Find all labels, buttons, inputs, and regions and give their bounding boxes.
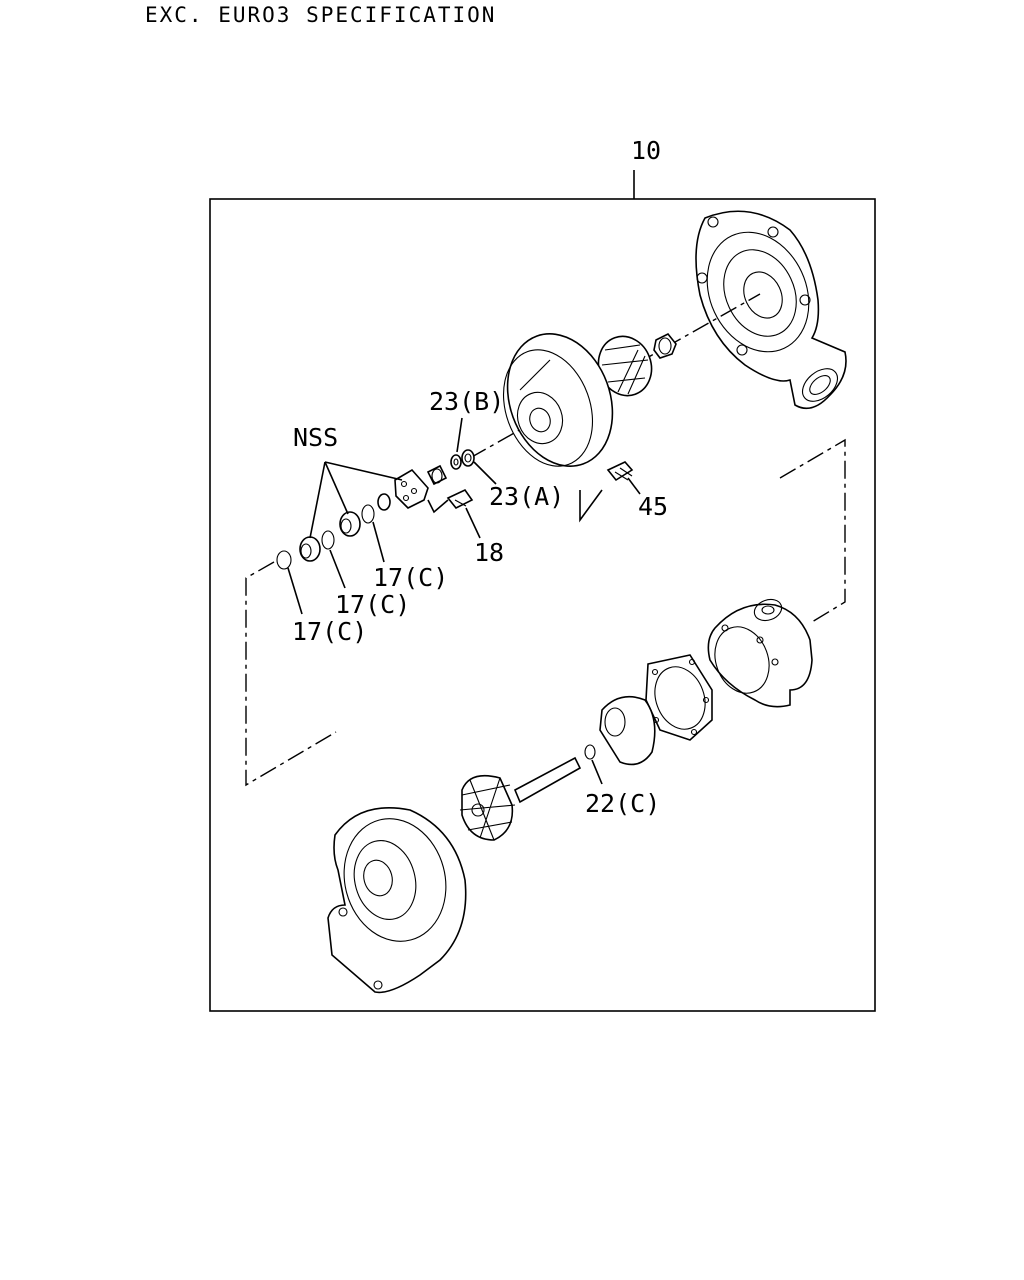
snap-ring-17c-b: [321, 530, 335, 550]
compressor-wheel: [597, 335, 653, 397]
piston-ring-22c: [584, 744, 596, 760]
label-17c-3: 17(C): [292, 617, 367, 646]
shaft-nut: [653, 332, 677, 359]
washer-23a: [461, 449, 475, 467]
label-17c-2: 17(C): [335, 590, 410, 619]
bolt-45: [579, 461, 634, 523]
thrust-collar: [426, 464, 448, 486]
turbine-wheel-shaft: [459, 756, 582, 841]
label-17c-1: 17(C): [373, 563, 448, 592]
washer-23b: [450, 454, 462, 470]
seal-plate: [502, 333, 614, 467]
heat-shield: [599, 695, 656, 766]
label-23b: 23(B): [429, 387, 504, 416]
compressor-housing: [695, 210, 847, 410]
label-45: 45: [638, 492, 668, 521]
journal-bearing-a: [339, 511, 361, 537]
snap-ring-17c-c: [276, 550, 292, 570]
page-header: EXC. EURO3 SPECIFICATION: [145, 3, 497, 27]
label-23a: 23(A): [489, 482, 564, 511]
sleeve: [377, 493, 391, 511]
assembly-frame: [209, 198, 876, 1012]
snap-ring-17c-a: [361, 504, 375, 524]
label-nss: NSS: [293, 423, 338, 452]
gasket: [645, 654, 713, 741]
label-18: 18: [474, 538, 504, 567]
label-10: 10: [631, 136, 661, 165]
journal-bearing-b: [299, 536, 321, 562]
label-22c: 22(C): [585, 789, 660, 818]
bolt-18: [427, 488, 474, 514]
center-housing: [707, 598, 813, 708]
turbine-housing: [327, 807, 467, 994]
thrust-bearing: [394, 468, 429, 509]
